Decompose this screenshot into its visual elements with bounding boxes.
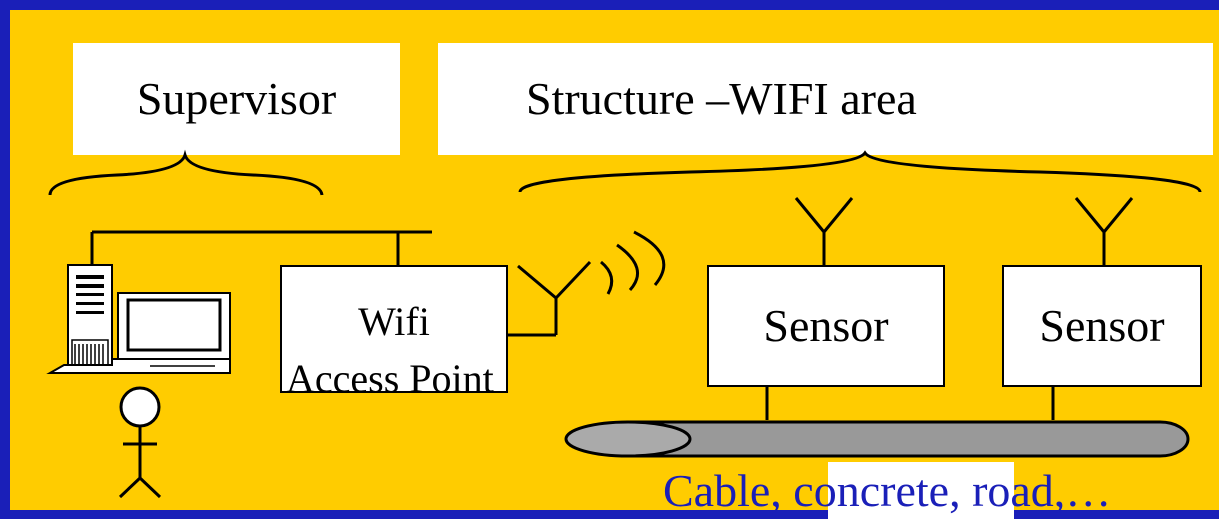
medium-caption: Cable, concrete, road,…: [663, 465, 1112, 516]
computer-icon: [46, 264, 231, 374]
sensor-2-box: Sensor: [1002, 265, 1202, 387]
supervisor-label: Supervisor: [73, 43, 400, 155]
network-bus: [90, 230, 432, 268]
access-point-label-line1: Wifi: [358, 299, 430, 344]
sensor-2-antenna-icon: [1074, 197, 1134, 265]
wifi-signal-icon: [600, 230, 666, 295]
structure-brace: [518, 150, 1202, 193]
caption-highlight: [828, 462, 1014, 519]
sensor-1-antenna-icon: [794, 197, 854, 265]
structure-wifi-area-label: Structure –WIFI area: [438, 43, 1213, 155]
person-icon: [118, 386, 162, 499]
supervisor-brace: [48, 149, 324, 196]
sensor-1-label: Sensor: [763, 300, 889, 351]
antenna-icon: [508, 260, 592, 337]
sensor-1-box: Sensor: [707, 265, 945, 387]
sensor-2-label: Sensor: [1039, 300, 1165, 351]
wifi-access-point-box: Wifi Access Point: [280, 265, 508, 399]
cable-icon: [564, 420, 1190, 458]
access-point-label-line2: Access Point: [286, 356, 494, 401]
